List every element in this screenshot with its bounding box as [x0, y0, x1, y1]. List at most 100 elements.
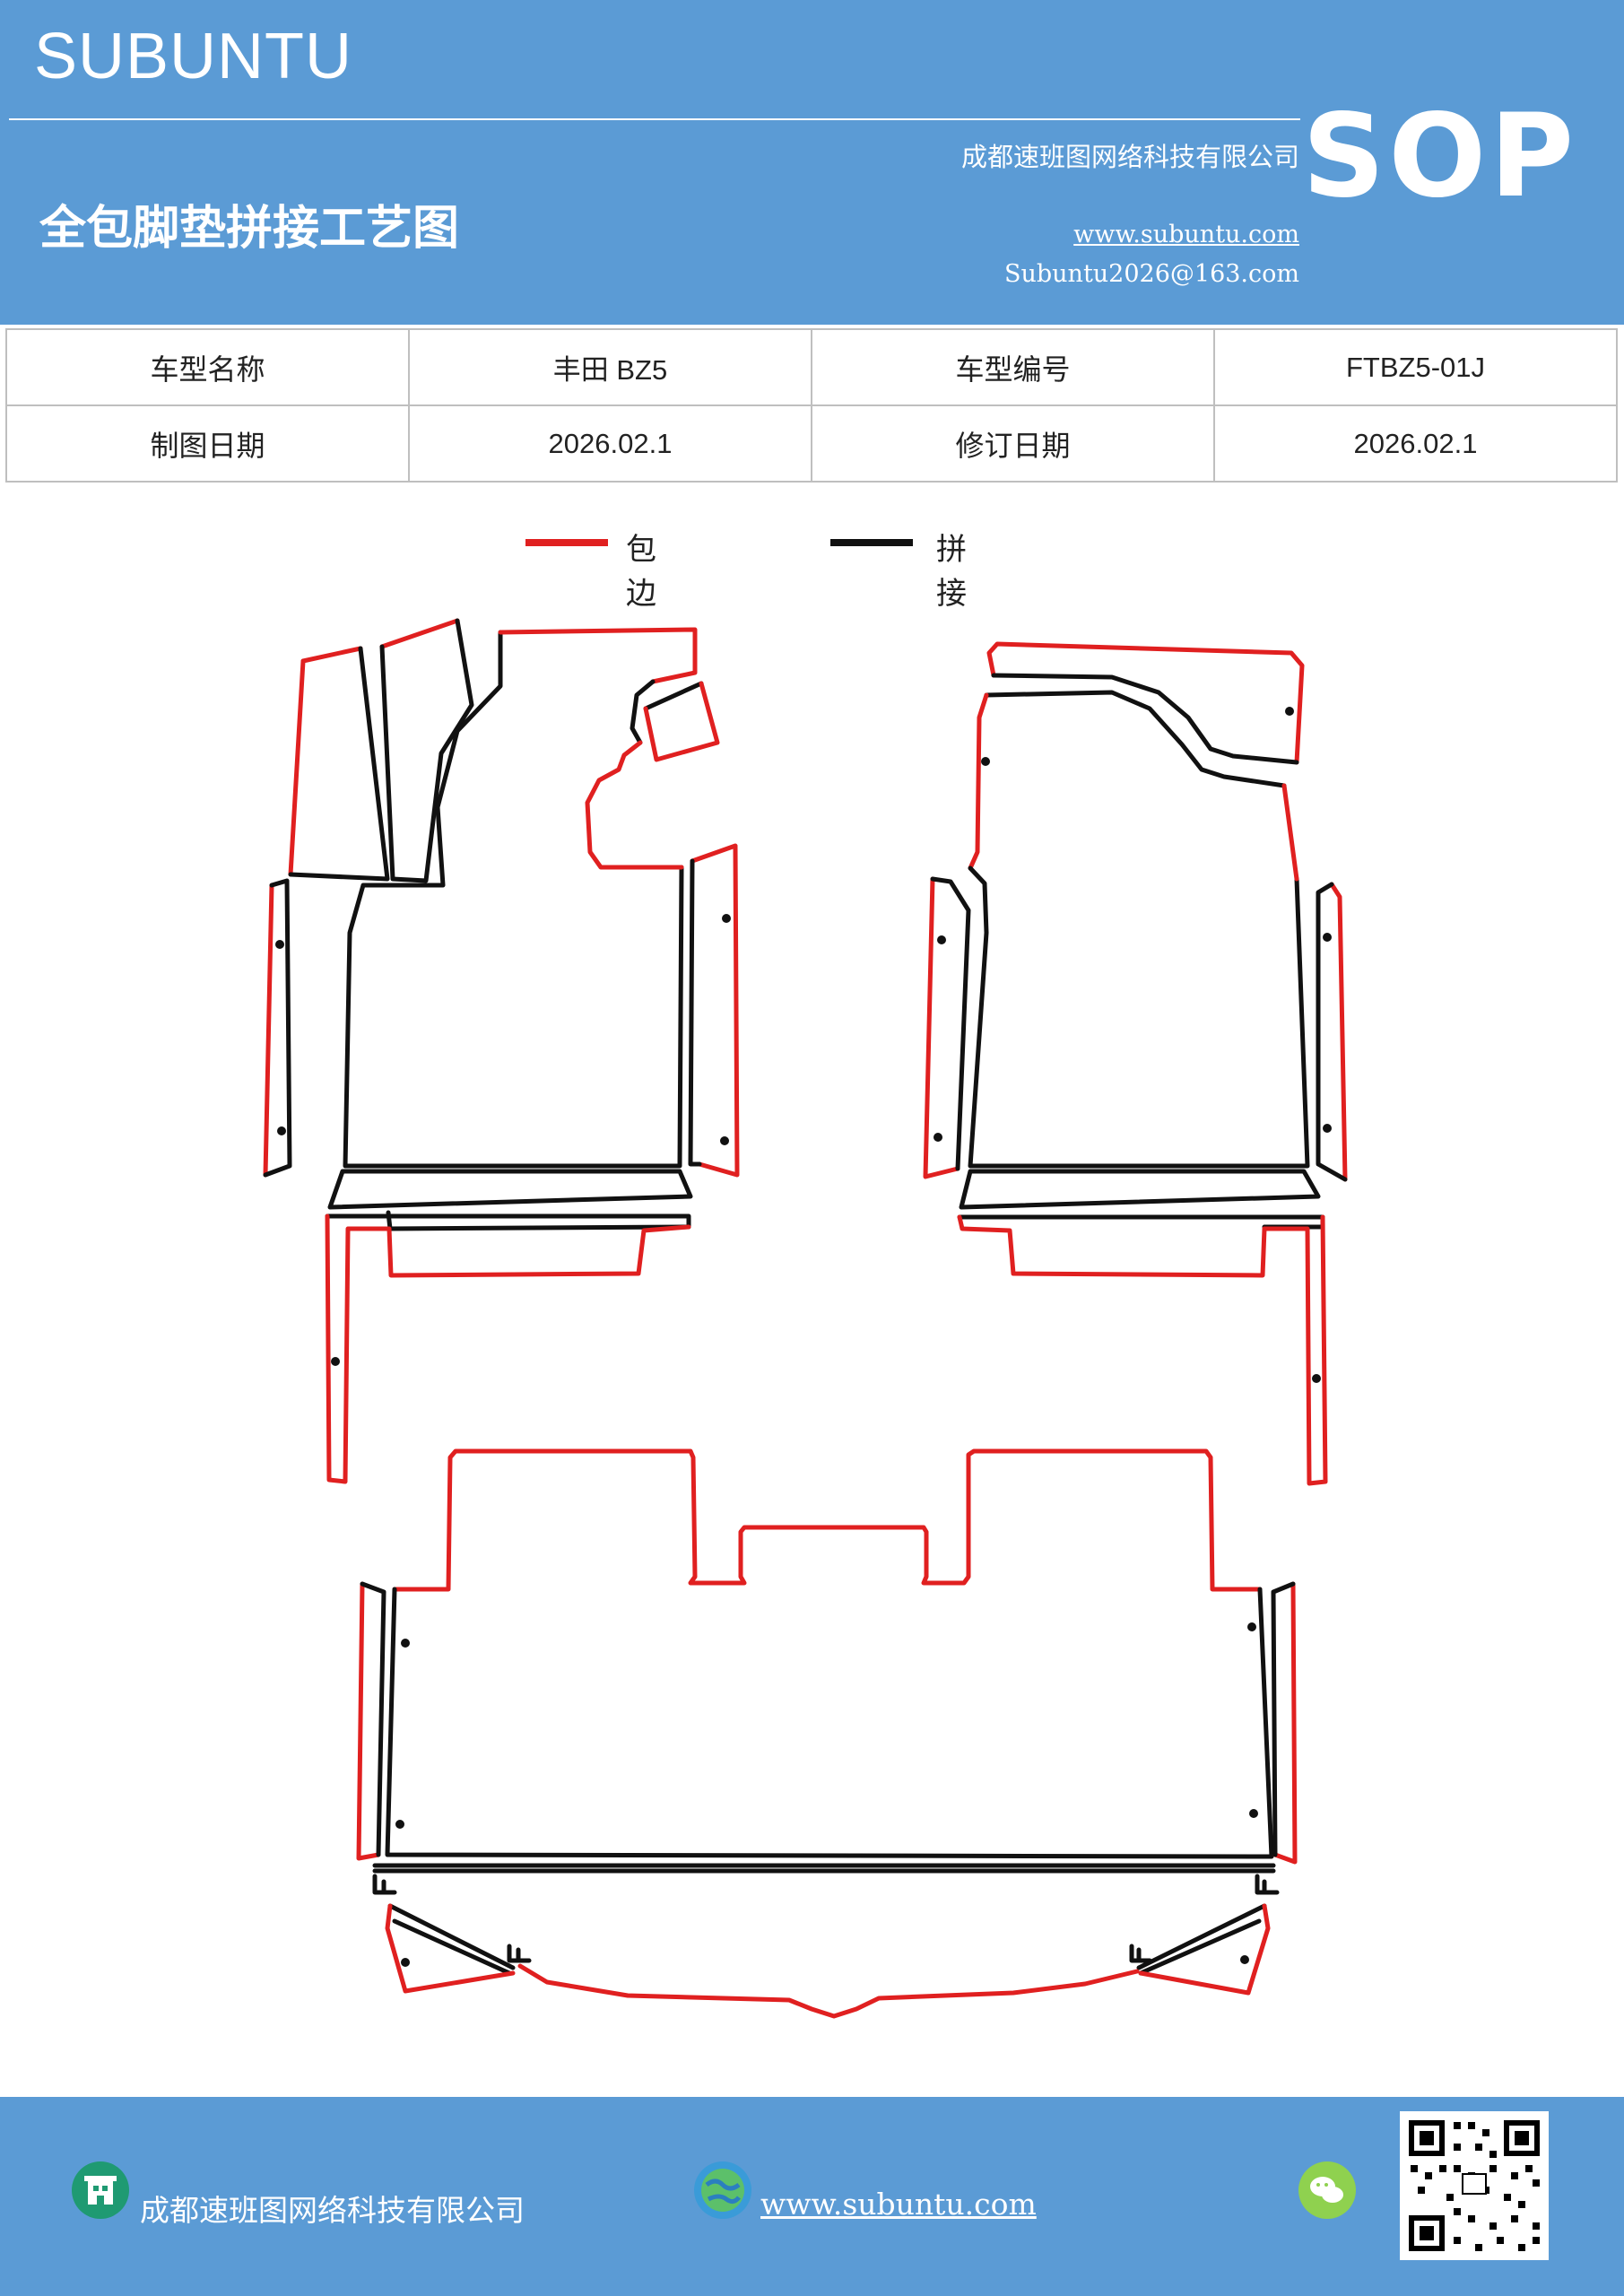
model-code-label: 车型编号 — [811, 328, 1215, 406]
splice-segment — [392, 1918, 512, 1976]
edge-segment — [288, 658, 306, 877]
splice-segment — [360, 1581, 386, 1857]
draw-date-value: 2026.02.1 — [408, 404, 812, 483]
footer-company: 成都速班图网络科技有限公司 — [140, 2193, 525, 2228]
table-row: 车型名称 丰田 BZ5 车型编号 FTBZ5-01J — [5, 328, 1618, 406]
splice-segment — [984, 690, 1287, 788]
stud-dot — [401, 1639, 410, 1648]
stud-dot — [1249, 1809, 1258, 1818]
splice-segment — [1271, 1581, 1296, 1857]
edge-segment — [379, 618, 460, 649]
splice-segment — [1138, 1918, 1262, 1976]
edge-segment — [968, 692, 989, 871]
splice-segment — [930, 876, 971, 1171]
splice-segment — [343, 630, 684, 1169]
stud-dot — [395, 1820, 404, 1829]
splice-segment — [288, 646, 390, 882]
stud-dot — [277, 1126, 286, 1135]
edge-segment — [957, 1214, 1267, 1278]
edge-segment — [392, 1448, 1263, 1592]
splice-segment — [991, 673, 1299, 765]
stud-dot — [722, 914, 731, 923]
stud-dot — [1240, 1955, 1249, 1964]
footer-website-link[interactable]: www.subuntu.com — [760, 2187, 1037, 2222]
wechat-icon — [1298, 2161, 1356, 2219]
splice-mark — [1129, 1944, 1152, 1963]
building-icon — [72, 2161, 129, 2219]
splice-segment — [1316, 882, 1348, 1182]
splice-segment — [630, 679, 656, 745]
website-link[interactable]: www.subuntu.com — [1073, 221, 1299, 248]
footer-banner: 成都速班图网络科技有限公司 www.subuntu.com — [0, 2097, 1624, 2296]
splice-segment — [688, 858, 702, 1167]
floor-mat-diagram — [263, 618, 1348, 2019]
stud-dot — [934, 1133, 942, 1142]
edge-segment — [1138, 1903, 1271, 1996]
edge-segment — [498, 627, 698, 684]
legend-splice-label: 拼接 — [936, 532, 967, 612]
edge-segment — [263, 883, 274, 1178]
splice-mark — [1255, 1874, 1280, 1895]
splice-segment — [327, 1169, 693, 1210]
model-name-value: 丰田 BZ5 — [408, 328, 812, 406]
edge-segment — [1329, 882, 1348, 1182]
header-divider — [9, 118, 1300, 120]
stud-dot — [401, 1958, 410, 1967]
splice-mark — [507, 1944, 532, 1963]
edge-segment — [325, 1213, 391, 1484]
draw-date-label: 制图日期 — [5, 404, 410, 483]
edge-segment — [386, 1224, 691, 1278]
model-code-value: FTBZ5-01J — [1213, 328, 1618, 406]
edge-segment — [1262, 1214, 1328, 1486]
splice-segment — [387, 1903, 516, 1970]
front-right-mat — [923, 641, 1348, 1486]
globe-icon — [694, 2161, 751, 2219]
splice-segment — [385, 1587, 1274, 1859]
splice-segment — [959, 1169, 1321, 1210]
qr-code — [1400, 2111, 1549, 2260]
stud-dot — [1285, 707, 1294, 716]
stud-dot — [937, 935, 946, 944]
stud-dot — [981, 757, 990, 766]
rear-mat — [356, 1448, 1298, 2019]
brand-name: SUBUNTU — [34, 21, 353, 92]
edge-segment — [923, 876, 960, 1179]
edge-segment — [986, 641, 1305, 765]
company-name: 成都速班图网络科技有限公司 — [960, 142, 1299, 172]
stud-dot — [1312, 1374, 1321, 1383]
document-title: 全包脚垫拼接工艺图 — [39, 201, 460, 256]
legend-splice-swatch — [830, 539, 913, 546]
revise-date-label: 修订日期 — [811, 404, 1215, 483]
legend-edge-label: 包边 — [626, 532, 656, 612]
edge-segment — [356, 1581, 381, 1861]
splice-segment — [968, 865, 1310, 1169]
front-left-mat — [263, 618, 740, 1484]
edge-segment — [643, 681, 720, 762]
edge-segment — [690, 843, 740, 1178]
edge-segment — [1272, 1581, 1298, 1865]
stud-dot — [1247, 1622, 1256, 1631]
stud-dot — [331, 1357, 340, 1366]
info-table: 车型名称 丰田 BZ5 车型编号 FTBZ5-01J 制图日期 2026.02.… — [5, 328, 1618, 483]
edge-segment — [585, 740, 684, 870]
stud-dot — [1323, 1124, 1332, 1133]
email-address: Subuntu2026@163.com — [1004, 260, 1299, 288]
splice-mark — [372, 1874, 397, 1895]
splice-segment — [643, 681, 704, 711]
table-row: 制图日期 2026.02.1 修订日期 2026.02.1 — [5, 404, 1618, 483]
stud-dot — [720, 1136, 729, 1145]
splice-segment — [263, 878, 292, 1178]
splice-segment — [957, 1214, 1325, 1230]
edge-segment — [517, 1963, 1140, 2019]
model-name-label: 车型名称 — [5, 328, 410, 406]
edge-segment — [300, 646, 363, 664]
splice-segment — [379, 618, 474, 883]
splice-segment — [1136, 1903, 1267, 1970]
sop-badge: SOP — [1302, 90, 1577, 223]
stud-dot — [1323, 933, 1332, 942]
revise-date-value: 2026.02.1 — [1213, 404, 1618, 483]
edge-segment — [1281, 783, 1299, 882]
header-banner: SUBUNTU 成都速班图网络科技有限公司 全包脚垫拼接工艺图 www.subu… — [0, 0, 1624, 325]
legend-edge-swatch — [525, 539, 608, 546]
splice-segment — [325, 1210, 691, 1231]
